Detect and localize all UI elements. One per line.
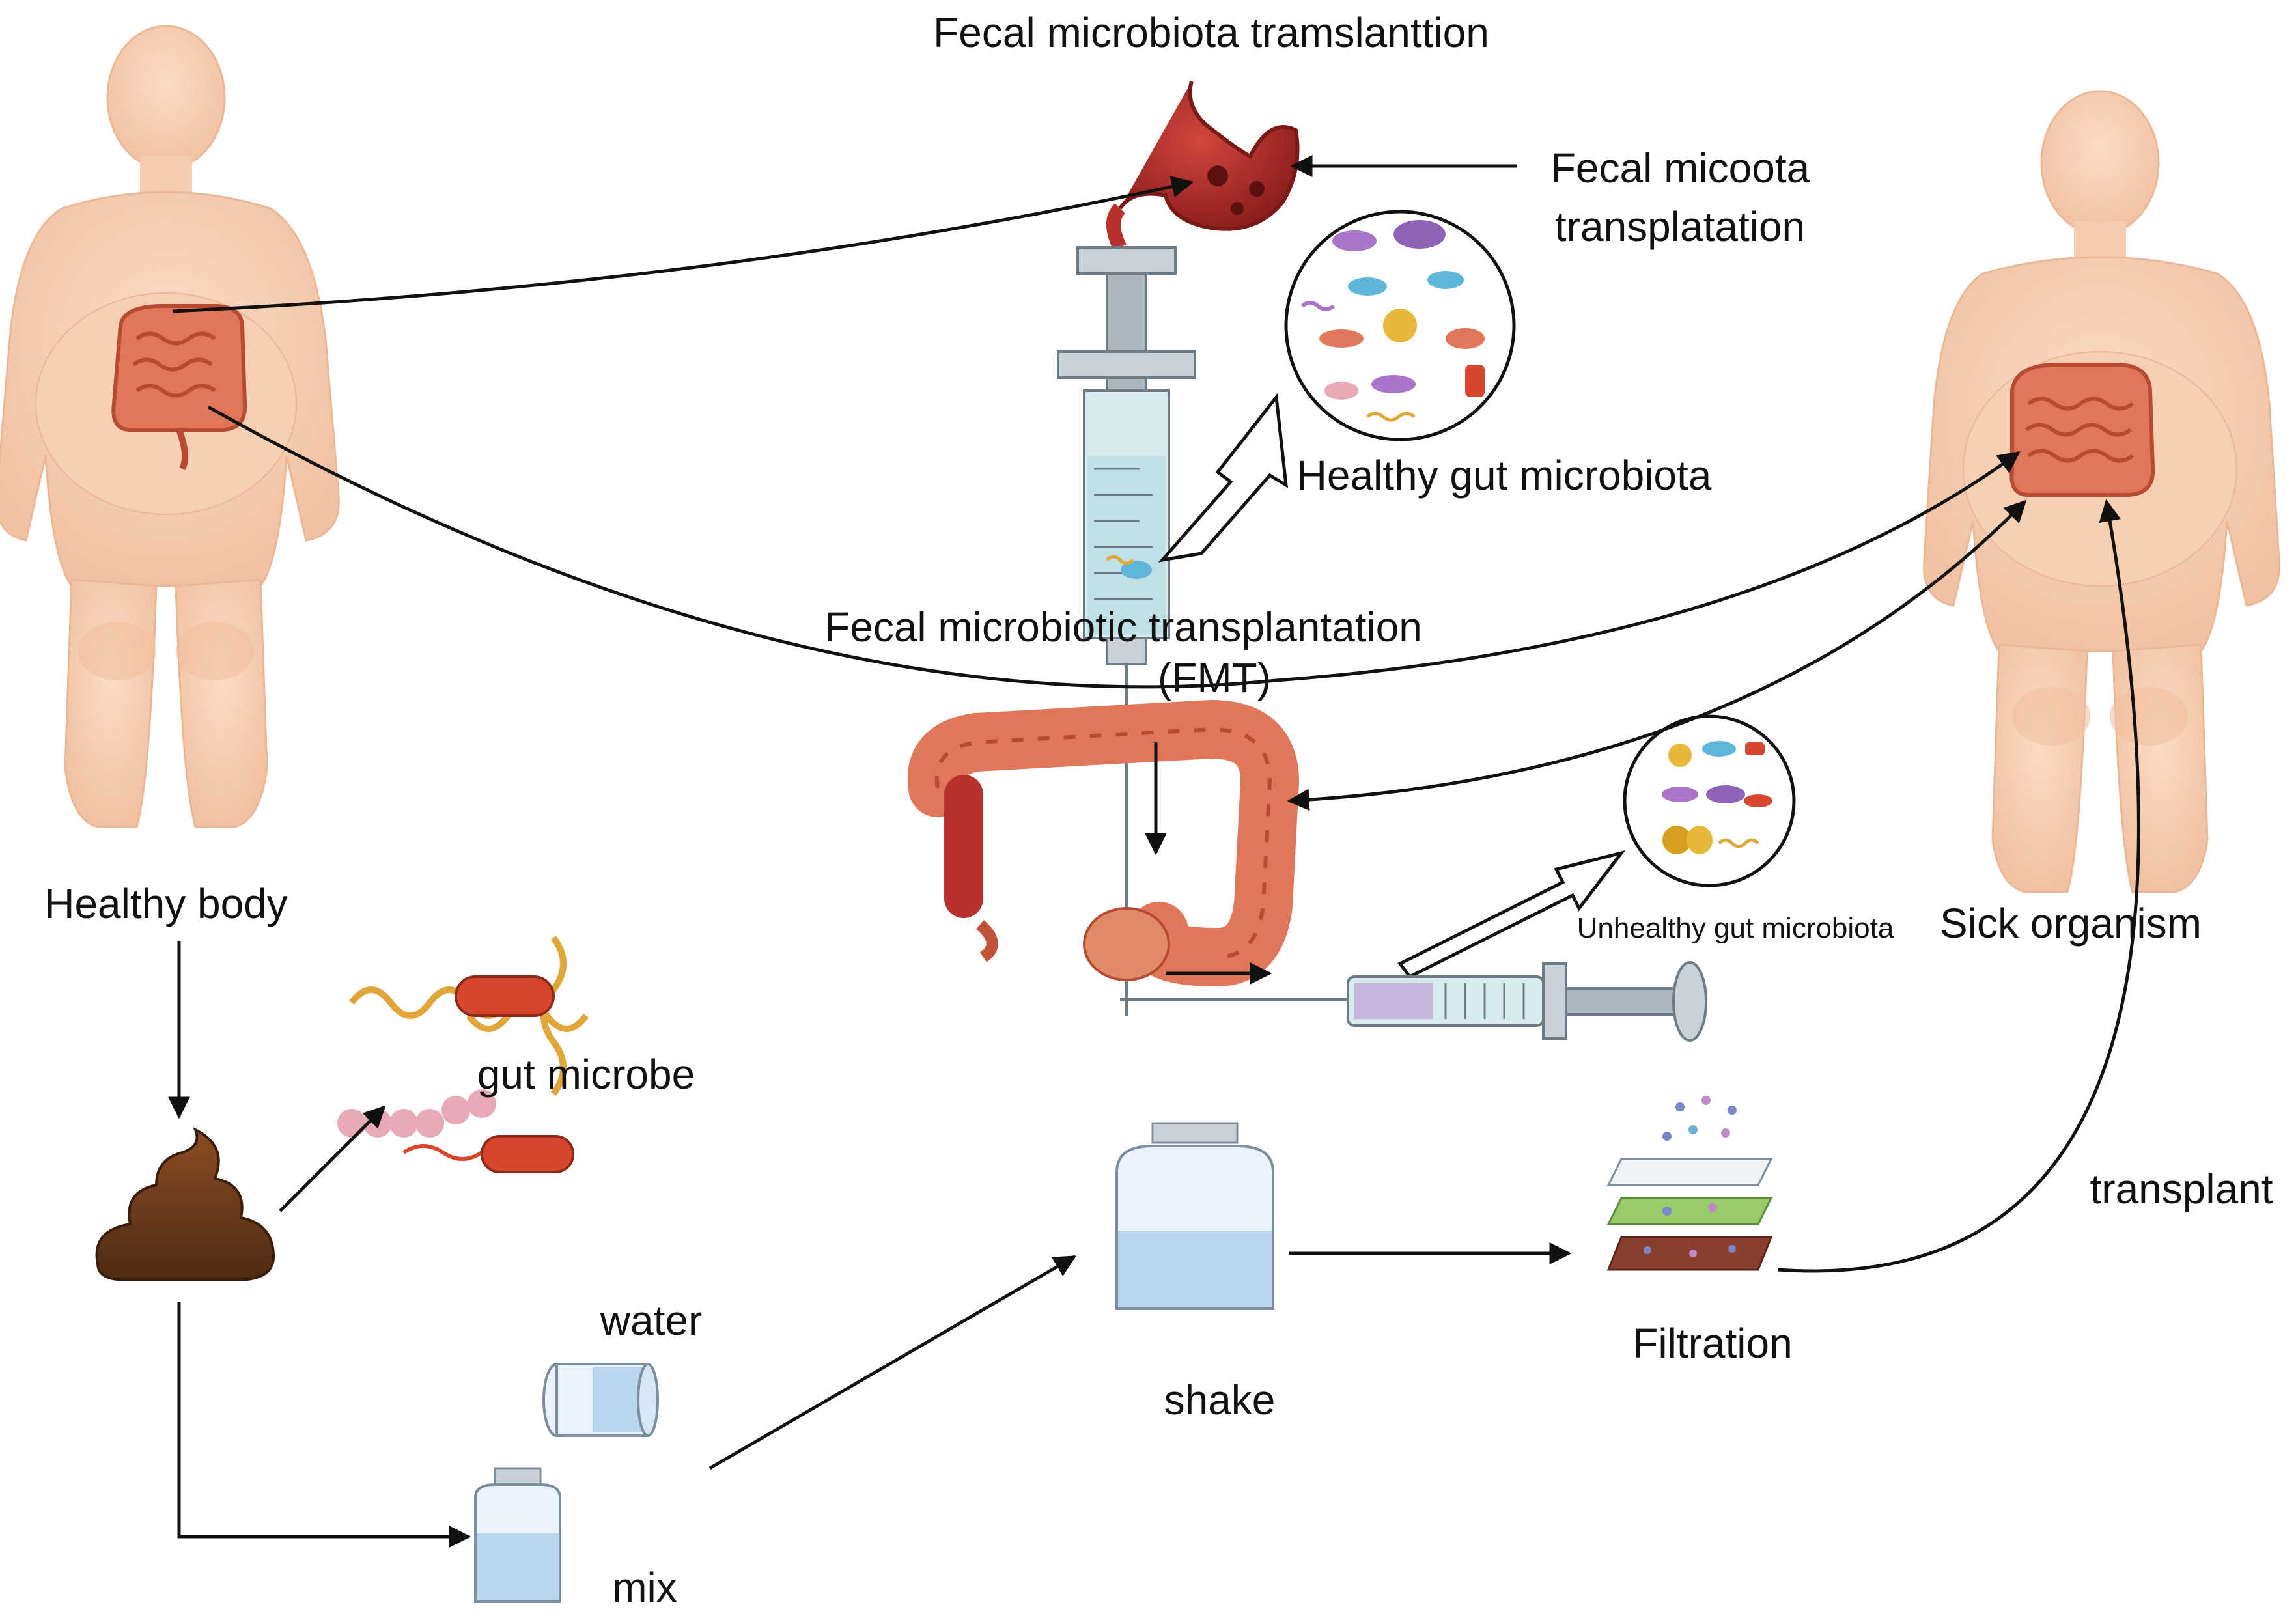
shake-bottle-icon [1115,1122,1274,1310]
healthy-gut-microbiota-label: Healthy gut microbiota [1297,452,1712,499]
arrow-filter-to-sick [1777,499,2140,1273]
water-label: water [600,1297,703,1344]
healthy-body-label: Healthy body [44,880,288,927]
colon-icon [907,699,1300,987]
stomach-label-line2: transplatation [1555,203,1805,250]
arrow-stool-to-mix [177,1302,471,1548]
filtration-label: Filtration [1632,1320,1792,1367]
sick-intestine-icon [2009,363,2155,497]
transplant-label: transplant [2090,1166,2273,1212]
arrows [168,155,2140,1548]
filter-layers-icon [1606,1096,1773,1271]
arrow-sick-colon [1287,499,2027,811]
healthy-intestine-icon [111,304,247,471]
healthy-body-figure [0,25,340,828]
syringe-horizontal-icon [1120,961,1707,1042]
mix-label: mix [612,1564,677,1611]
water-beaker-icon [542,1363,659,1437]
bacteria-icon [337,936,589,1173]
sick-organism-label: Sick organism [1940,900,2202,947]
arrow-stool-to-microbe [279,1105,386,1212]
arrow-mix-to-shake [708,1255,1076,1470]
fmt-label-line2: (FMT) [1158,654,1271,701]
title-top-label: Fecal microbiota tramslanttion [933,9,1489,56]
hollow-arrow-healthy [1158,393,1289,563]
unhealthy-microbiota-circle-icon [1623,714,1796,887]
mix-bottle-icon [474,1467,561,1603]
unhealthy-gut-microbiota-label: Unhealthy gut microbiota [1577,912,1894,944]
healthy-microbiota-circle-icon [1284,210,1516,441]
arrow-body-to-stomach [172,175,1194,313]
gut-microbe-label: gut microbe [477,1051,695,1098]
hollow-arrow-unhealthy [1397,850,1626,979]
shake-label: shake [1164,1376,1276,1423]
syringe-vertical-icon [1057,246,1196,1016]
stomach-label-line1: Fecal micoota [1550,145,1810,191]
stool-icon [95,1126,275,1281]
stomach-icon [1106,81,1300,251]
sick-body-figure [1923,90,2280,893]
fmt-label-line1: Fecal microbiotic transplantation [824,604,1422,650]
